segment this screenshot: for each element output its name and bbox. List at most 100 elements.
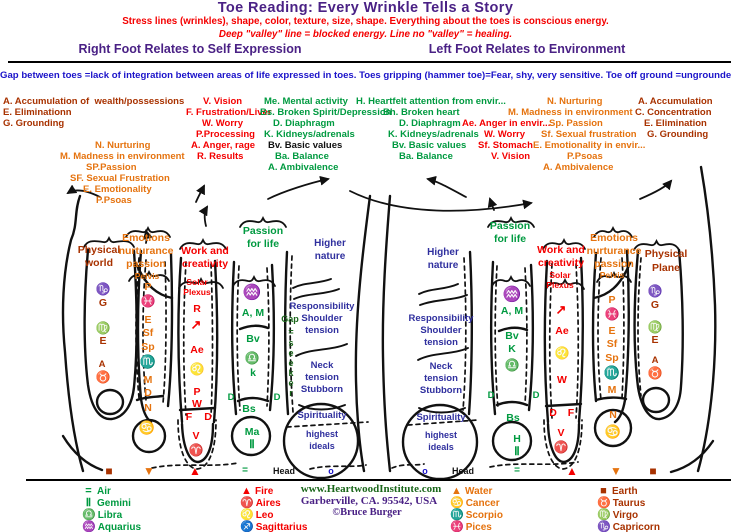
brace-icon	[128, 269, 170, 282]
diagram-label: Work and	[181, 245, 229, 257]
diagram-label: Passion	[489, 220, 531, 232]
diagram-label: highest	[305, 429, 339, 439]
diagram-label: Pelvis	[599, 270, 625, 280]
diagram-label: SF. Sexual Frustration	[70, 173, 170, 184]
diagram-label: Bs. Broken Spirit/Depression	[260, 107, 392, 118]
arrow-icon	[66, 184, 101, 198]
header-divider	[8, 61, 731, 63]
diagram-label: ♒	[242, 284, 262, 301]
diagram-label: Responsibility	[289, 301, 355, 312]
diagram-label: P.Psoas	[567, 151, 603, 162]
diagram-label: Physical	[644, 248, 688, 260]
diagram-label: A. Accumulation	[638, 96, 713, 107]
diagram-label: Ae	[190, 344, 204, 356]
legend-label: Capricorn	[612, 522, 660, 532]
diagram-label: A. Anger, rage	[191, 140, 256, 151]
diagram-label: ♉	[95, 370, 111, 384]
diagram-label: ♈	[188, 443, 204, 457]
diagram-label: D	[204, 411, 212, 423]
diagram-label: Responsibility	[408, 313, 474, 324]
diagram-label: Sp. Passion	[549, 118, 603, 129]
diagram-label: Sf	[142, 327, 154, 339]
diagram-label: Shoulder	[420, 325, 462, 336]
diagram-label: Plane	[651, 262, 681, 274]
diagram-label: creativity	[181, 258, 229, 270]
water-symbol-icon: ♓	[450, 521, 464, 532]
bottom-divider	[26, 479, 731, 481]
diagram-label: M. Madness in environment	[508, 107, 633, 118]
fire-symbol-icon: ♐	[240, 521, 254, 532]
diagram-label: Spirituality	[416, 412, 466, 423]
copyright-text: ©Bruce Burger	[332, 507, 402, 518]
arrow-icon	[426, 175, 467, 198]
diagram-label: D	[487, 390, 495, 401]
diagram-label: G. Grounding	[647, 129, 709, 140]
diagram-label: W. Worry	[484, 129, 525, 140]
diagram-label: A. Ambivalence	[543, 162, 614, 173]
diagram-label: Sp	[141, 341, 155, 353]
diagram-label: E	[99, 335, 107, 347]
air-marker: =	[514, 465, 520, 476]
brace-icon	[179, 237, 227, 250]
legend-label: Fire	[255, 486, 274, 497]
legend-label: Cancer	[465, 498, 500, 509]
brace-icon	[633, 238, 680, 251]
diagram-label: N	[609, 409, 617, 421]
diagram-label: ♌	[554, 346, 570, 360]
diagram-label: ♍	[95, 321, 111, 335]
diagram-label: Emotions	[122, 232, 170, 244]
diagram-label: ideals	[309, 441, 335, 451]
diagram-label: D	[273, 392, 281, 403]
diagram-label: E. Emotionality	[83, 184, 152, 195]
diagram-label: N	[144, 402, 152, 414]
diagram-label: world	[85, 257, 113, 269]
air-symbol-icon: ♎	[82, 509, 96, 521]
legend-item-virgo: ♍Virgo	[597, 510, 638, 521]
water-symbol-icon: ▲	[451, 485, 462, 497]
legend-label: Air	[97, 486, 111, 497]
earth-marker: ■	[649, 464, 657, 478]
brace-icon	[545, 277, 585, 290]
brace-icon	[232, 274, 276, 287]
water-marker: ▼	[143, 464, 155, 478]
earth-symbol-icon: ♍	[597, 509, 611, 521]
diagram-label: D	[144, 387, 152, 399]
diagram-label: A	[651, 355, 659, 366]
legend-item-capricorn: ♑Capricorn	[597, 522, 660, 532]
diagram-label: A. Ambivalence	[268, 162, 339, 173]
diagram-label: Bv. Basic values	[268, 140, 343, 151]
fire-symbol-icon: ♌	[240, 509, 254, 521]
diagram-label: A	[98, 359, 106, 370]
diagram-label: k	[250, 367, 256, 379]
diagram-label: nature	[314, 251, 346, 262]
legend-item-aquarius: ♒Aquarius	[82, 522, 141, 532]
legend-label: Scorpio	[465, 510, 503, 521]
diagram-label: r	[289, 388, 293, 398]
legend-label: Aquarius	[97, 522, 142, 532]
diagram-label: E. Eliminationn	[3, 107, 72, 118]
diagram-label: A, M	[241, 307, 265, 319]
legend-item-earth: ■Earth	[597, 486, 637, 497]
diagram-label: e	[288, 378, 294, 388]
diagram-label: F. Frustration/Liver	[186, 107, 272, 118]
diagram-label: Ba. Balance	[275, 151, 329, 162]
diagram-label: Bs	[242, 403, 256, 415]
water-marker: ▼	[610, 464, 622, 478]
diagram-label: Shoulder	[301, 313, 343, 324]
legend-label: Pices	[465, 522, 492, 532]
water-symbol-icon: ♋	[450, 497, 464, 509]
diagram-label: E. Elimination	[644, 118, 707, 129]
diagram-label: tension	[424, 337, 458, 348]
diagram-label: nature	[427, 260, 459, 271]
diagram-label: ♍	[647, 320, 663, 334]
page-title: Toe Reading: Every Wrinkle Tells a Story	[217, 0, 514, 16]
diagram-label: A. Accumulation of wealth/possessions	[3, 96, 185, 107]
diagram-label: ♋	[604, 424, 622, 439]
brace-icon	[239, 215, 287, 228]
diagram-label: Sf. Stomach	[478, 140, 533, 151]
diagram-label: Sf. Sexual frustration	[541, 129, 637, 140]
diagram-label: k	[288, 368, 294, 378]
legend-label: Water	[465, 486, 493, 497]
